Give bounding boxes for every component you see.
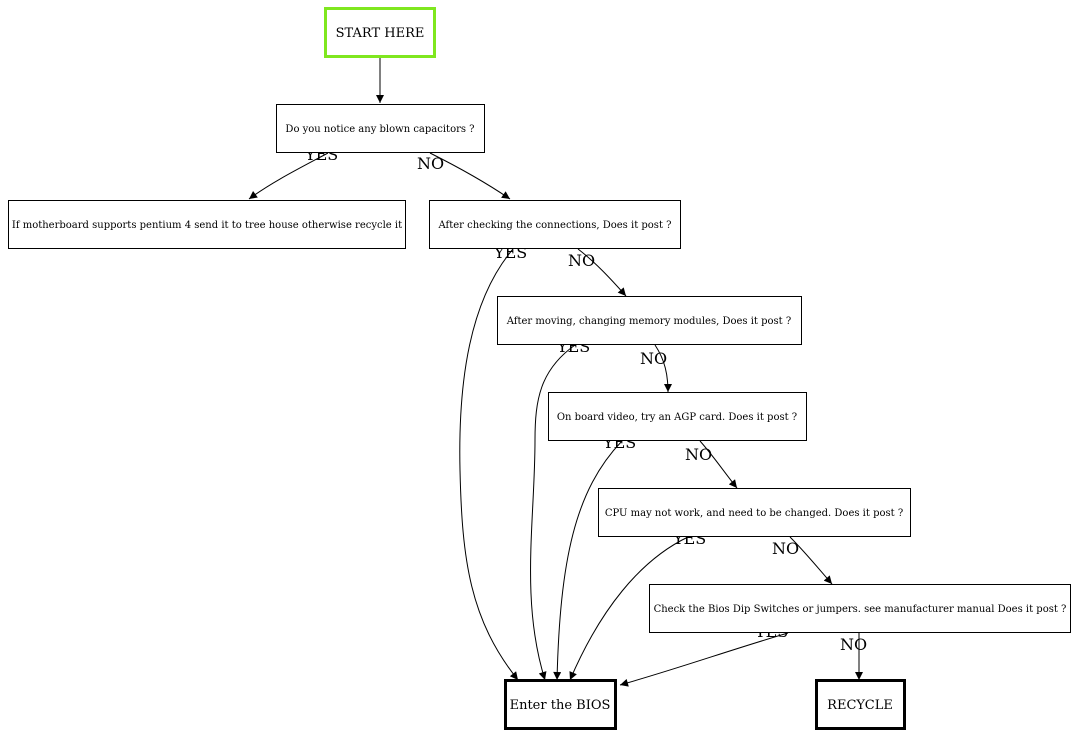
- node-start-label: START HERE: [336, 26, 425, 41]
- edge-q3-bios: [530, 344, 576, 681]
- node-enter-bios: Enter the BIOS: [504, 679, 617, 730]
- node-recycle-label: RECYCLE: [827, 698, 893, 713]
- edge-q2-bios: [459, 248, 519, 681]
- label-q6-no: NO: [840, 635, 867, 654]
- label-q2-no: NO: [568, 251, 595, 270]
- node-bios-switches-label: Check the Bios Dip Switches or jumpers. …: [654, 604, 1067, 615]
- node-cpu-label: CPU may not work, and need to be changed…: [605, 508, 903, 519]
- edge-q1-q2: [429, 152, 511, 200]
- edge-q1-p4: [248, 152, 329, 200]
- node-pentium4: If motherboard supports pentium 4 send i…: [8, 200, 406, 249]
- edge-q5-bios: [569, 536, 689, 681]
- node-blown-capacitors: Do you notice any blown capacitors ?: [276, 104, 485, 153]
- node-recycle: RECYCLE: [815, 679, 906, 730]
- node-cpu: CPU may not work, and need to be changed…: [598, 488, 911, 537]
- node-agp-card: On board video, try an AGP card. Does it…: [548, 392, 807, 441]
- edge-q3-q4: [654, 344, 672, 393]
- node-agp-card-label: On board video, try an AGP card. Does it…: [557, 412, 797, 423]
- label-q1-no: NO: [417, 154, 444, 173]
- node-pentium4-label: If motherboard supports pentium 4 send i…: [12, 220, 402, 231]
- edges: [248, 57, 863, 687]
- label-q4-no: NO: [685, 445, 712, 464]
- node-bios-switches: Check the Bios Dip Switches or jumpers. …: [649, 584, 1071, 633]
- node-check-connections-label: After checking the connections, Does it …: [438, 220, 672, 231]
- edge-q4-q5: [699, 440, 738, 489]
- node-memory-modules: After moving, changing memory modules, D…: [497, 296, 802, 345]
- node-enter-bios-label: Enter the BIOS: [510, 698, 611, 713]
- edge-q2-q3: [577, 248, 627, 297]
- node-memory-modules-label: After moving, changing memory modules, D…: [506, 316, 792, 327]
- label-q3-no: NO: [640, 349, 667, 368]
- edge-q6-bios: [619, 632, 789, 687]
- node-start: START HERE: [324, 7, 436, 58]
- node-blown-capacitors-label: Do you notice any blown capacitors ?: [285, 124, 474, 135]
- label-q5-no: NO: [772, 539, 799, 558]
- edge-q4-bios: [553, 440, 623, 681]
- edge-q5-q6: [789, 536, 833, 585]
- node-check-connections: After checking the connections, Does it …: [429, 200, 681, 249]
